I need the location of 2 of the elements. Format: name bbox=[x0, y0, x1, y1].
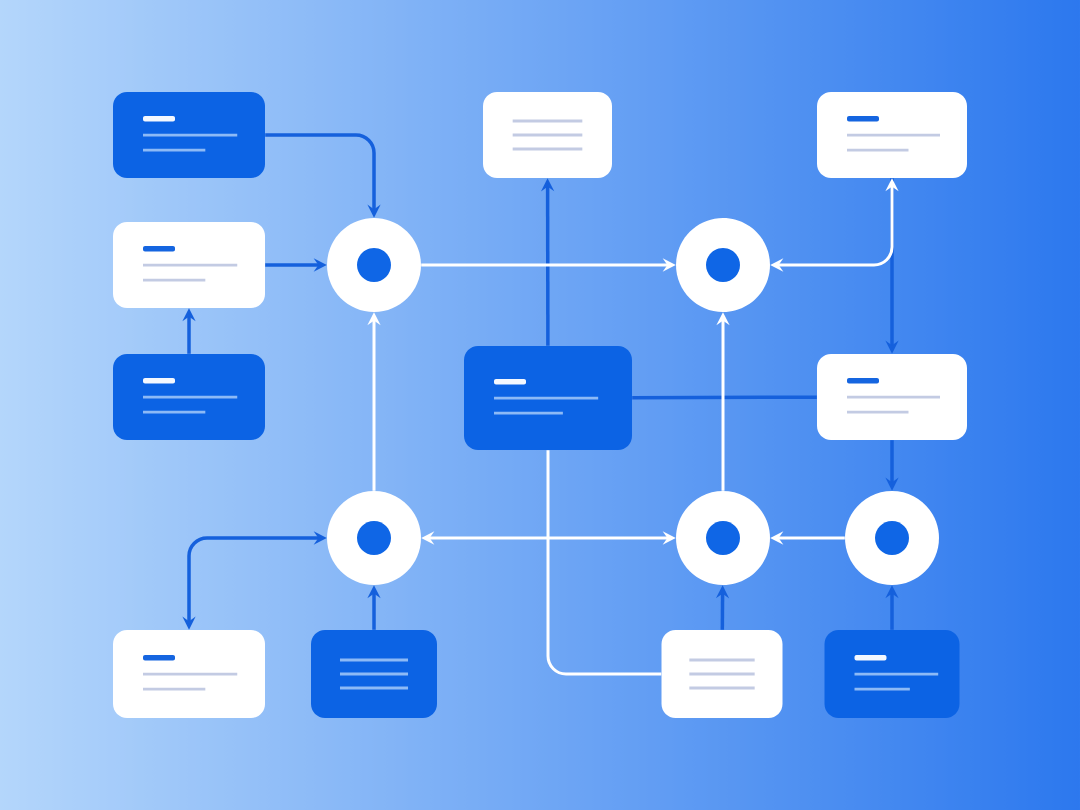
connector-line bbox=[546, 450, 662, 676]
connector-line bbox=[632, 395, 817, 400]
